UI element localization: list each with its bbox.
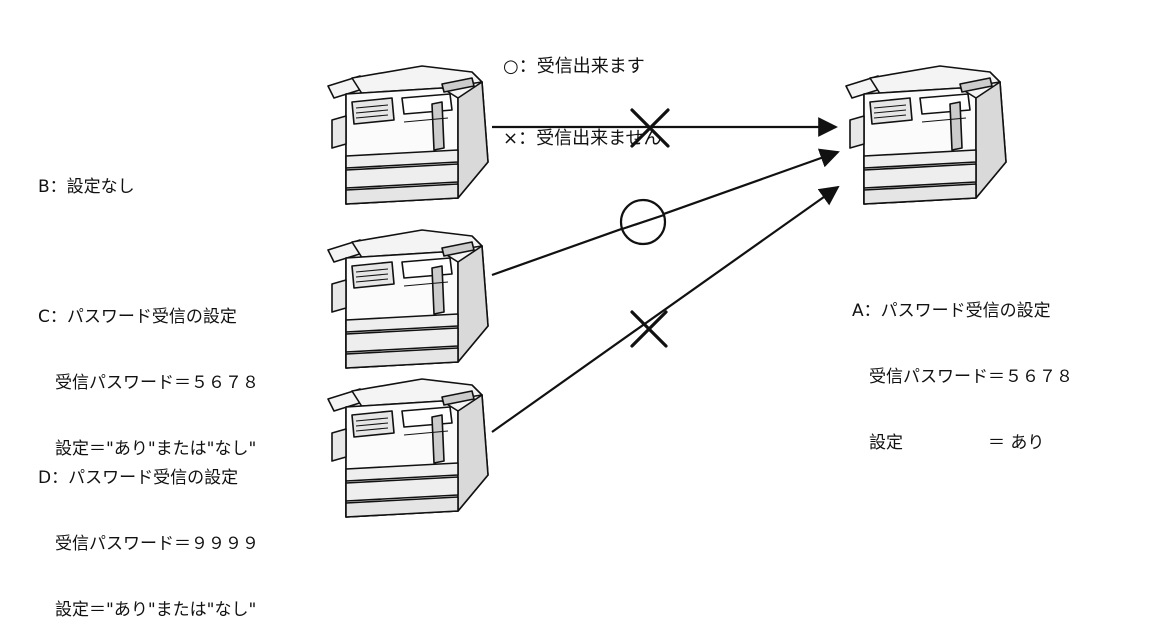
sender-d-line-2: 受信パスワード＝９９９９: [38, 534, 259, 554]
receiver-a-label: A：パスワード受信の設定 受信パスワード＝５６７８ 設定 ＝ あり: [852, 256, 1073, 476]
receiver-a-line-1: A：パスワード受信の設定: [852, 301, 1051, 321]
legend-ok: ○：受信出来ます: [503, 56, 645, 77]
receiver-a-line-3: 設定 ＝ あり: [852, 433, 1045, 453]
legend: ○：受信出来ます ×：受信出来ません: [503, 7, 662, 175]
receiver-a-line-2: 受信パスワード＝５６７８: [852, 367, 1073, 387]
legend-ng: ×：受信出来ません: [503, 128, 662, 149]
sender-c-line-3: 設定＝"あり"または"なし": [38, 439, 257, 459]
circle-slash-icon-c: [619, 198, 667, 246]
fax-machine-icon-d: [327, 378, 489, 518]
sender-d-line-1: D：パスワード受信の設定: [38, 468, 239, 488]
sender-b-label: B：設定なし: [38, 132, 135, 220]
fax-machine-icon-b: [327, 65, 489, 205]
cross-icon-d: [630, 310, 668, 348]
cross-icon-b: [630, 108, 670, 148]
sender-c-line-1: C：パスワード受信の設定: [38, 307, 237, 327]
connection-diagram: [491, 108, 840, 433]
arrow-c-to-a: [491, 148, 840, 277]
sender-c-line-2: 受信パスワード＝５６７８: [38, 373, 259, 393]
sender-d-line-3: 設定＝"あり"または"なし": [38, 600, 257, 620]
fax-machine-icon-c: [327, 229, 489, 369]
arrow-d-to-a: [491, 185, 840, 433]
sender-c-label: C：パスワード受信の設定 受信パスワード＝５６７８ 設定＝"あり"または"なし": [38, 262, 259, 482]
sender-b-line-1: B：設定なし: [38, 177, 135, 197]
fax-machine-icon-a: [845, 65, 1007, 205]
